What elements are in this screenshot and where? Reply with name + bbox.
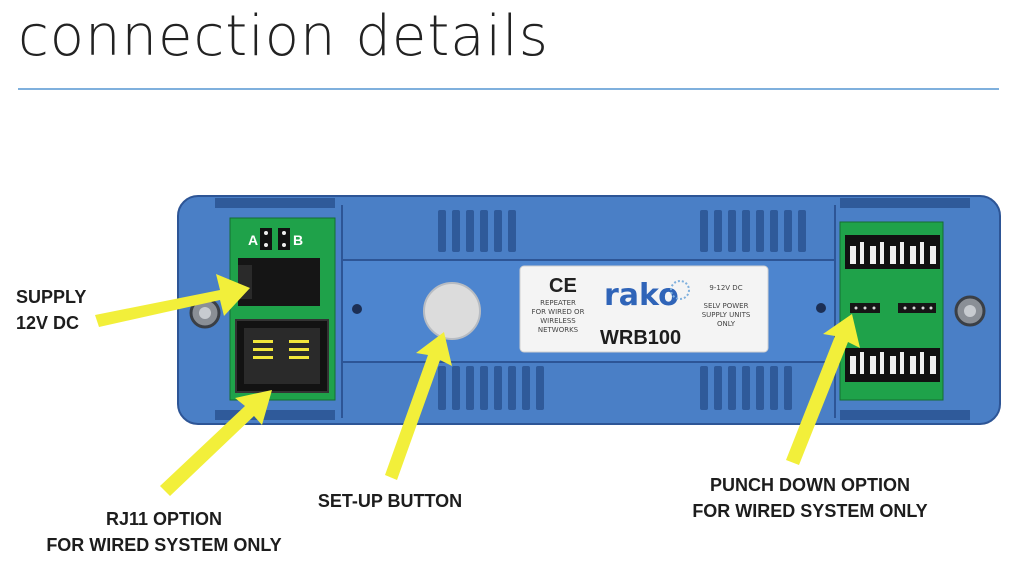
spec-line-1: 9-12V DC [709, 284, 742, 292]
setup-callout: SET-UP BUTTON [280, 488, 500, 514]
jumper-label-a: A [248, 232, 258, 248]
rj11-contacts [253, 340, 309, 359]
rj11-callout-line-1: RJ11 OPTION [105, 509, 223, 529]
spec-line-2: SELV POWER [704, 302, 749, 310]
brand-logo: rako [604, 278, 679, 313]
label-line-4: NETWORKS [538, 326, 579, 334]
ce-mark: CE [549, 275, 577, 297]
top-vents [438, 210, 806, 252]
label-line-2: FOR WIRED OR [532, 308, 585, 316]
brand-logo-burst [670, 280, 690, 300]
punch-callout: PUNCH DOWN OPTION FOR WIRED SYSTEM ONLY [660, 472, 960, 524]
title-divider [18, 88, 999, 90]
setup-arrow [385, 332, 452, 480]
punch-arrow [786, 314, 860, 465]
setup-button[interactable] [423, 282, 481, 340]
model-number: WRB100 [600, 327, 681, 349]
jumper-label-b: B [293, 232, 303, 248]
supply-arrow [95, 274, 250, 327]
rj11-arrow [160, 390, 272, 496]
spec-line-4: ONLY [717, 320, 736, 328]
label-line-3: WIRELESS [540, 317, 576, 325]
setup-callout-line-1: SET-UP BUTTON [317, 491, 463, 511]
left-panel-screw [352, 304, 362, 314]
callout-arrows [95, 274, 860, 496]
supply-callout-line-2: 12V DC [16, 313, 80, 333]
rj11-callout: RJ11 OPTION FOR WIRED SYSTEM ONLY [14, 506, 314, 558]
spec-line-3: SUPPLY UNITS [702, 311, 751, 319]
punch-callout-line-2: FOR WIRED SYSTEM ONLY [692, 501, 928, 521]
right-panel-screw [816, 303, 826, 313]
rj11-callout-line-2: FOR WIRED SYSTEM ONLY [46, 535, 282, 555]
jumper-block [260, 228, 290, 250]
top-vent-strip [215, 198, 970, 420]
bottom-vents [438, 366, 792, 410]
label-line-1: REPEATER [540, 299, 576, 307]
punch-callout-line-1: PUNCH DOWN OPTION [710, 475, 910, 495]
product-label [519, 265, 769, 353]
supply-callout-line-1: SUPPLY [16, 287, 87, 307]
page-title: connection details [18, 4, 549, 69]
supply-callout: SUPPLY 12V DC [16, 284, 86, 336]
